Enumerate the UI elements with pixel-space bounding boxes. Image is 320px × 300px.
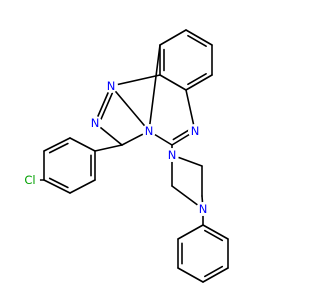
bond-31-inner [203,229,224,242]
bond-15-inner [172,128,191,141]
atom-n-piperazine-1: N [165,148,179,162]
bond-3-inner [187,72,207,86]
bond-7 [110,74,161,87]
bond-22 [94,144,123,152]
bond-4 [159,74,187,91]
bond-6 [159,29,187,46]
atom-label-n-piperazine-2: N [199,202,208,216]
bond-layer [29,29,229,283]
atom-label-n-quinazoline: N [191,124,200,138]
bond-1 [185,29,213,46]
bond-23 [69,137,96,152]
atom-n-piperazine-2: N [196,202,210,216]
bond-34 [177,267,204,283]
atom-n-triazole-2: N [88,116,102,130]
atom-n-bridgehead: N [142,124,156,138]
atom-label-n-triazole-1: N [107,79,116,93]
bond-10-inner [100,92,114,120]
bond-33-inner [203,265,224,278]
bond-26 [43,179,71,194]
atom-label-n-bridgehead: N [145,124,154,138]
bond-24-inner [48,142,69,154]
molecule-structure: N N N N N N Cl [20,29,229,283]
bond-27 [69,179,96,194]
bond-24 [43,137,71,152]
structure-canvas: N N N N N N Cl [20,29,229,283]
bond-3 [185,74,213,91]
atom-label-chlorine: Cl [24,173,35,187]
bond-8 [148,44,161,132]
atom-layer: N N N N N N Cl [20,79,210,216]
atom-label-n-triazole-2: N [91,116,100,130]
atom-n-quinazoline: N [188,124,202,138]
bond-36 [177,224,204,240]
atom-n-triazole-1: N [104,79,118,93]
bond-26-inner [48,177,69,189]
atom-label-n-piperazine-1: N [168,148,177,162]
bond-33 [202,267,229,283]
bond-13 [110,85,150,132]
atom-chlorine: Cl [20,170,40,190]
bond-31 [202,224,229,240]
bond-1-inner [187,34,207,48]
